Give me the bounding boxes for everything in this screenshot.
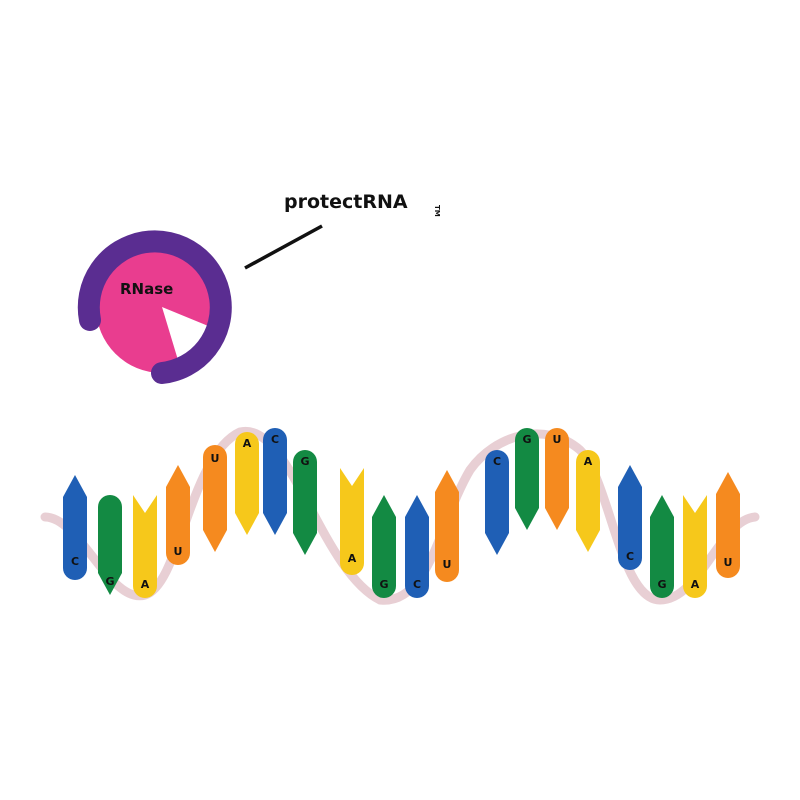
rna-base-shape <box>340 468 364 575</box>
rna-base-shape <box>683 495 707 598</box>
rna-base-letter: A <box>584 455 593 468</box>
rnase-active-site-notch <box>162 307 218 370</box>
rna-base-letter: A <box>348 552 357 565</box>
rna-base-shape <box>650 495 674 598</box>
rna-base: U <box>166 465 190 565</box>
rna-base: G <box>293 450 317 555</box>
rna-base-shape <box>515 428 539 530</box>
rna-base-shape <box>372 495 396 598</box>
rna-base: U <box>545 428 569 530</box>
rna-base-letter: G <box>379 578 388 591</box>
callout-line <box>244 224 323 270</box>
rna-base: A <box>133 495 157 598</box>
rnase-enzyme-complex: RNase <box>77 230 232 384</box>
rna-base: C <box>485 450 509 555</box>
rna-base-letter: A <box>141 578 150 591</box>
rna-base-shape <box>133 495 157 598</box>
rna-base-letter: A <box>691 578 700 591</box>
rna-base-shape <box>203 445 227 552</box>
rna-base: G <box>515 428 539 530</box>
rna-base: A <box>235 432 259 535</box>
rna-base-letter: G <box>300 455 309 468</box>
rna-base-letter: U <box>553 433 562 446</box>
rna-base: G <box>372 495 396 598</box>
protectrna-label: protectRNA <box>284 191 408 213</box>
rna-base-shape <box>716 472 740 578</box>
rna-base: C <box>618 465 642 570</box>
rna-base-shape <box>293 450 317 555</box>
rna-base-letter: G <box>105 575 114 588</box>
rna-base-letter: U <box>174 545 183 558</box>
protectrna-inhibitor-arc <box>77 230 232 384</box>
rna-base: A <box>576 450 600 552</box>
rna-base-shape <box>485 450 509 555</box>
rna-base: C <box>263 428 287 535</box>
rna-base-shape <box>405 495 429 598</box>
rna-base-letter: C <box>413 578 421 591</box>
rna-base-shape <box>576 450 600 552</box>
rna-base: U <box>435 470 459 582</box>
rna-base: C <box>405 495 429 598</box>
rna-base-shape <box>235 432 259 535</box>
rna-base-shape <box>435 470 459 582</box>
rna-base-letter: U <box>443 558 452 571</box>
rnase-label: RNase <box>120 280 173 298</box>
rna-base: U <box>203 445 227 552</box>
rna-base: G <box>650 495 674 598</box>
rna-base: C <box>63 475 87 580</box>
rna-base-letter: C <box>271 433 279 446</box>
rna-base-letter: C <box>626 550 634 563</box>
rna-base-shape <box>63 475 87 580</box>
rna-base-letter: C <box>71 555 79 568</box>
rna-base: A <box>340 468 364 575</box>
rna-base-letter: G <box>522 433 531 446</box>
rna-base-shape <box>263 428 287 535</box>
rna-base: G <box>98 495 122 595</box>
rna-base-letter: U <box>211 452 220 465</box>
trademark-symbol: TM <box>433 205 441 217</box>
rna-base-letter: A <box>243 437 252 450</box>
rna-base-shape <box>98 495 122 595</box>
rna-base-letter: G <box>657 578 666 591</box>
rna-bases: C G A U U A C G A G C U C G U A C G A U <box>63 428 740 598</box>
rna-base-letter: U <box>724 556 733 569</box>
rna-base: A <box>683 495 707 598</box>
rna-base-shape <box>618 465 642 570</box>
rna-base-shape <box>166 465 190 565</box>
rna-base: U <box>716 472 740 578</box>
rna-base-shape <box>545 428 569 530</box>
rna-base-letter: C <box>493 455 501 468</box>
